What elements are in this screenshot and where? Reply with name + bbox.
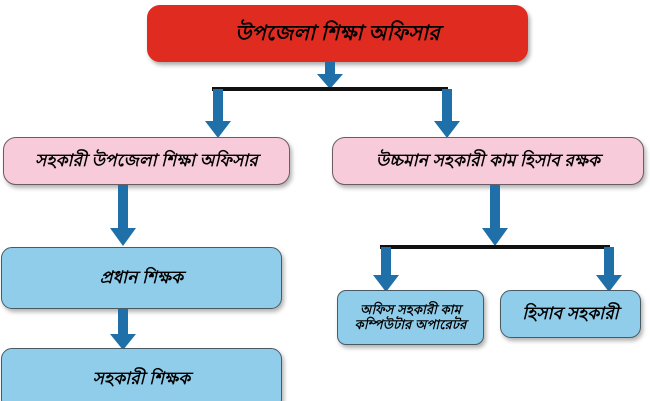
- arrow-higher-assistant-to-branchbar: [475, 185, 515, 247]
- node-label: সহকারী উপজেলা শিক্ষা অফিসার: [35, 151, 258, 171]
- node-office-assistant-cum-computer-operator[interactable]: অফিস সহকারী কাম কম্পিউটার অপারেটর: [337, 290, 484, 345]
- arrow-branchbar-to-assistant-ueo: [198, 89, 238, 139]
- arrow-branchbar-to-higher-assistant: [427, 89, 467, 139]
- node-assistant-teacher[interactable]: সহকারী শিক্ষক: [1, 348, 282, 401]
- connector-bar-level1: [212, 87, 448, 91]
- node-label: অফিস সহকারী কাম কম্পিউটার অপারেটর: [354, 301, 467, 332]
- node-label: উপজেলা শিক্ষা অফিসার: [234, 20, 441, 45]
- node-head-teacher[interactable]: প্রধান শিক্ষক: [1, 247, 282, 309]
- node-upazila-education-officer[interactable]: উপজেলা শিক্ষা অফিসার: [147, 5, 528, 62]
- arrow-branchbar-to-accounts-assistant: [589, 247, 629, 293]
- arrow-assistant-ueo-to-head-teacher: [103, 185, 143, 247]
- node-label: উচ্চমান সহকারী কাম হিসাব রক্ষক: [375, 151, 601, 171]
- node-higher-assistant-cum-accountant[interactable]: উচ্চমান সহকারী কাম হিসাব রক্ষক: [332, 137, 644, 185]
- arrow-root-to-branchbar: [310, 62, 350, 90]
- node-label: হিসাব সহকারী: [522, 304, 619, 324]
- node-assistant-upazila-education-officer[interactable]: সহকারী উপজেলা শিক্ষা অফিসার: [3, 137, 290, 185]
- connector-bar-level2: [380, 245, 610, 249]
- node-label: প্রধান শিক্ষক: [99, 268, 184, 288]
- arrow-branchbar-to-office-assistant: [366, 247, 406, 293]
- node-label: সহকারী শিক্ষক: [92, 369, 191, 389]
- arrow-head-teacher-to-assistant-teacher: [103, 309, 143, 351]
- node-accounts-assistant[interactable]: হিসাব সহকারী: [500, 290, 641, 338]
